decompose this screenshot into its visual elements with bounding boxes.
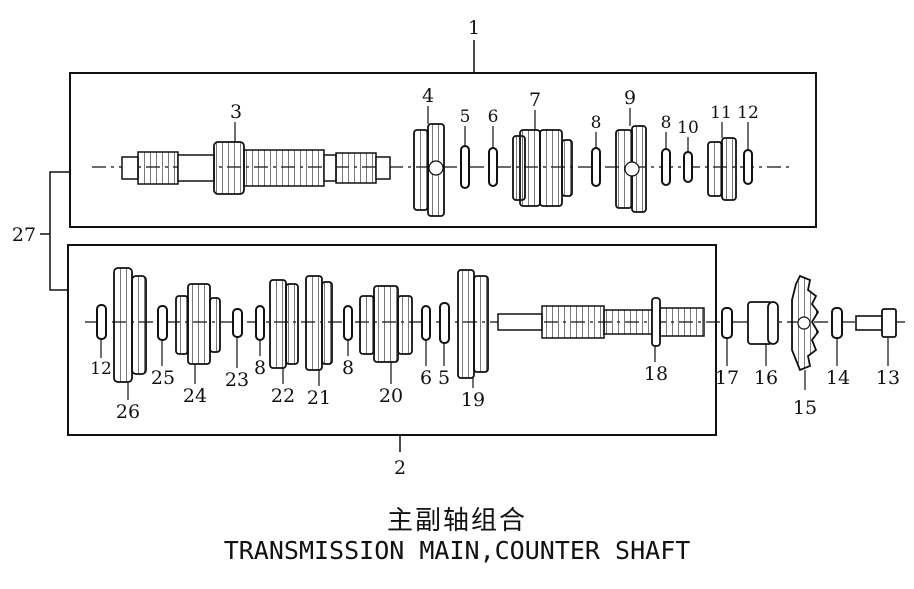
label-part-12-main: 12 (737, 103, 759, 123)
circlip-6-counter (421, 305, 431, 341)
circlip-10 (683, 151, 693, 183)
diagram-title-english: TRANSMISSION MAIN,COUNTER SHAFT (223, 536, 691, 565)
label-part-11: 11 (710, 103, 732, 123)
label-part-26: 26 (116, 401, 140, 423)
label-part-18: 18 (644, 363, 668, 385)
label-part-16: 16 (754, 367, 778, 389)
label-part-12-counter: 12 (90, 359, 112, 379)
label-part-9: 9 (624, 87, 636, 109)
counter-shaft-frame (67, 244, 717, 436)
label-part-19: 19 (461, 389, 485, 411)
label-part-24: 24 (183, 385, 207, 407)
gear-19 (457, 269, 489, 379)
label-part-17: 17 (715, 367, 739, 389)
gear-4 (413, 123, 445, 217)
label-part-7: 7 (529, 89, 541, 111)
label-assembly-2: 2 (394, 457, 406, 479)
circlip-12-counter (96, 304, 107, 340)
label-part-15: 15 (793, 397, 817, 419)
label-part-10: 10 (677, 118, 699, 138)
label-part-6-main: 6 (488, 107, 499, 127)
gear-11 (707, 137, 737, 201)
main-shaft-frame (69, 72, 817, 228)
washer-14 (831, 307, 843, 339)
washer-8b (661, 148, 671, 186)
label-part-8d: 8 (342, 357, 354, 379)
label-part-20: 20 (379, 385, 403, 407)
gear-24 (175, 283, 221, 365)
circlip-23 (232, 308, 243, 338)
label-part-25: 25 (151, 367, 175, 389)
bolt-13 (855, 308, 897, 338)
bushing-16 (747, 301, 779, 345)
circlip-12-main (743, 149, 753, 185)
gear-9 (615, 125, 647, 213)
label-part-23: 23 (225, 369, 249, 391)
label-assembly-27: 27 (12, 224, 36, 246)
label-part-5-main: 5 (460, 107, 471, 127)
gear-7 (512, 129, 573, 207)
label-part-14: 14 (826, 367, 850, 389)
washer-8a (591, 147, 601, 187)
washer-8c (255, 305, 265, 341)
gear-20 (359, 285, 413, 363)
washer-8d (343, 305, 353, 341)
gear-22 (269, 279, 299, 369)
oil-seal-17 (721, 307, 733, 339)
circlip-6-main (488, 147, 498, 187)
diagram-title-chinese: 主副轴组合 (386, 506, 527, 536)
main-shaft (121, 141, 391, 195)
washer-5-counter (439, 302, 450, 344)
gear-21 (305, 275, 333, 371)
gear-26 (113, 267, 147, 383)
sprocket-15 (791, 274, 820, 372)
label-part-22: 22 (271, 385, 295, 407)
label-part-8a: 8 (591, 113, 602, 133)
label-part-21: 21 (307, 387, 331, 409)
washer-25 (157, 305, 168, 341)
label-part-4: 4 (422, 85, 434, 107)
counter-shaft (497, 297, 705, 347)
label-part-6-counter: 6 (420, 367, 432, 389)
label-part-8c: 8 (254, 357, 266, 379)
label-part-3: 3 (230, 101, 242, 123)
washer-5-main (460, 145, 470, 189)
label-part-13: 13 (876, 367, 900, 389)
bracket-27 (49, 171, 70, 291)
label-part-8b: 8 (661, 113, 672, 133)
label-part-5-counter: 5 (438, 367, 450, 389)
label-assembly-1: 1 (468, 17, 480, 39)
